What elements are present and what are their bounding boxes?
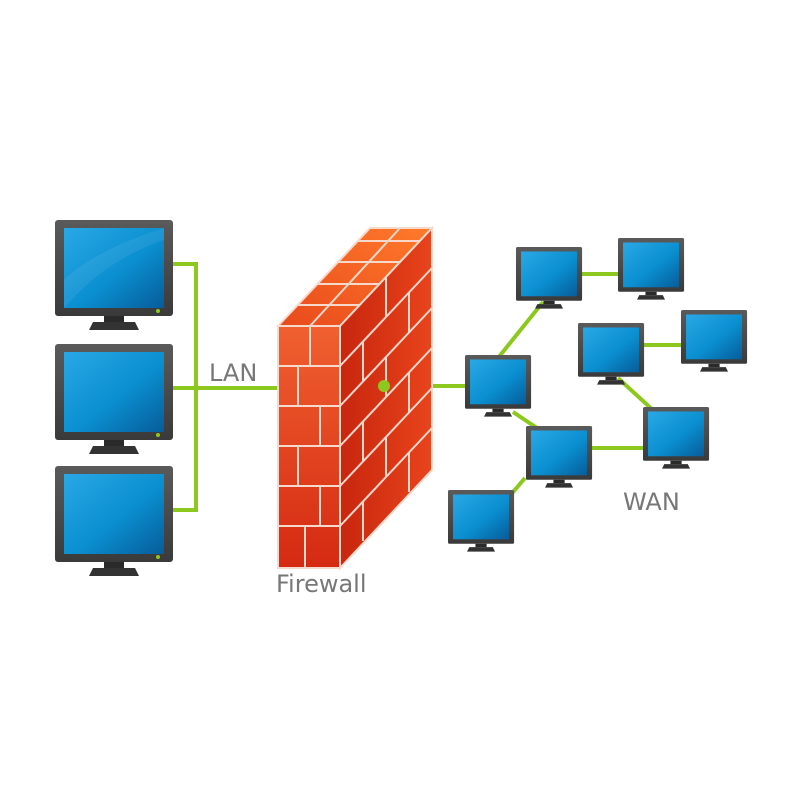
firewall-port (378, 380, 390, 392)
monitor-neck (104, 316, 124, 322)
lan-computer-2 (55, 344, 173, 454)
power-led (156, 309, 160, 313)
wan-computer-3 (578, 323, 645, 385)
lan-links (170, 262, 283, 512)
power-led (156, 555, 160, 559)
firewall-wall (275, 225, 435, 571)
wan-computer-2 (618, 238, 685, 300)
lan-computer-1 (55, 220, 173, 330)
power-led (156, 433, 160, 437)
firewall-label: Firewall (276, 570, 367, 598)
wan-computer-5 (465, 355, 532, 417)
wan-computer-1 (516, 247, 583, 309)
lan-computer-3 (55, 466, 173, 576)
lan-label: LAN (209, 359, 257, 387)
wan-computer-7 (643, 407, 710, 469)
wan-computer-6 (526, 426, 593, 488)
monitor-stand (89, 322, 139, 330)
wan-computer-4 (681, 310, 748, 372)
monitor-screen (64, 228, 164, 308)
wan-computer-8 (448, 490, 515, 552)
wan-label: WAN (623, 488, 680, 516)
